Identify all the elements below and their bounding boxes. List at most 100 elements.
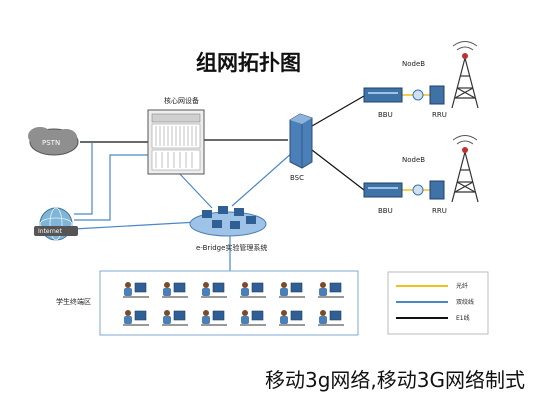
bbu1-unit xyxy=(363,87,403,103)
person-body xyxy=(241,288,249,296)
bbu2-slot xyxy=(368,187,398,189)
student-workstation xyxy=(240,282,266,298)
desk xyxy=(123,296,149,298)
person-body xyxy=(124,316,132,324)
internet-ebridge-link xyxy=(73,221,199,230)
cabinet-cards xyxy=(155,152,193,168)
person-body xyxy=(241,316,249,324)
person-body xyxy=(202,316,210,324)
desk xyxy=(162,296,188,298)
tower2-signal-icon xyxy=(452,135,478,145)
internet-label-box xyxy=(34,226,78,236)
desk xyxy=(201,296,227,298)
student-workstation xyxy=(123,282,149,298)
desk xyxy=(318,324,344,326)
rru2-label: RRU xyxy=(432,207,447,215)
bsc-bbu1-link xyxy=(311,95,365,127)
monitor-icon xyxy=(329,310,342,321)
person-icon xyxy=(320,282,326,288)
legend: 光纤 双绞线 E1线 xyxy=(387,271,489,335)
monitor-icon xyxy=(290,282,303,293)
tower2-beacon xyxy=(462,147,468,153)
student-workstation xyxy=(279,282,305,298)
cabinet-slot xyxy=(151,113,201,123)
student-workstation xyxy=(201,310,227,326)
person-icon xyxy=(320,310,326,316)
student-workstations xyxy=(123,282,344,326)
legend-label-e1: E1线 xyxy=(456,314,470,322)
bsc-bbu2-link xyxy=(311,149,365,191)
nodeb-site-1: NodeB BBU RRU xyxy=(363,41,479,119)
core-network-equipment: 核心网设备 xyxy=(147,96,205,175)
desk xyxy=(123,324,149,326)
person-icon xyxy=(203,310,209,316)
caption: 移动3g网络,移动3G网络制式 xyxy=(265,368,525,392)
student-workstation xyxy=(318,310,344,326)
nodeb2-label: NodeB xyxy=(402,156,425,164)
core-ebridge-link xyxy=(177,171,213,209)
tower1-icon xyxy=(451,57,479,109)
student-workstation xyxy=(240,310,266,326)
pstn-cloud-puff xyxy=(28,127,52,145)
person-body xyxy=(163,316,171,324)
pstn-internet-link xyxy=(74,142,93,215)
nodeb1-label: NodeB xyxy=(402,60,425,68)
person-body xyxy=(280,316,288,324)
person-icon xyxy=(164,282,170,288)
person-body xyxy=(202,288,210,296)
cabinet-slot xyxy=(151,149,201,171)
cabinet-cards xyxy=(155,126,197,146)
ebridge-system: e-Bridge实验管理系统 xyxy=(189,206,267,252)
monitor-icon xyxy=(251,310,264,321)
student-workstation xyxy=(162,310,188,326)
pstn-cloud: PSTN xyxy=(28,127,79,156)
person-body xyxy=(319,316,327,324)
person-icon xyxy=(125,282,131,288)
monitor-icon xyxy=(212,282,225,293)
legend-label-twisted-pair: 双绞线 xyxy=(456,298,474,306)
bsc-label: BSC xyxy=(290,174,304,182)
monitor-icon xyxy=(134,282,147,293)
monitor-icon xyxy=(173,310,186,321)
rru1-label: RRU xyxy=(432,111,447,119)
desk xyxy=(201,324,227,326)
desk xyxy=(279,296,305,298)
person-icon xyxy=(125,310,131,316)
bbu1-slot xyxy=(368,92,398,94)
globe-longitude xyxy=(49,207,63,241)
student-workstation xyxy=(162,282,188,298)
pstn-cloud-puff xyxy=(55,129,77,145)
internet-label: Internet xyxy=(38,228,62,235)
tower2-icon xyxy=(451,151,479,203)
person-body xyxy=(319,288,327,296)
person-icon xyxy=(203,282,209,288)
bsc-equipment: BSC xyxy=(289,113,313,182)
desk xyxy=(279,324,305,326)
pstn-label: PSTN xyxy=(42,139,60,147)
bbu1-label: BBU xyxy=(378,111,393,119)
ebridge-label: e-Bridge实验管理系统 xyxy=(196,243,267,252)
person-body xyxy=(124,288,132,296)
monitor-icon xyxy=(173,282,186,293)
person-icon xyxy=(164,310,170,316)
student-workstation xyxy=(318,282,344,298)
monitor-icon xyxy=(251,282,264,293)
person-icon xyxy=(281,282,287,288)
student-workstation xyxy=(201,282,227,298)
fiber-connector-2 xyxy=(412,184,424,196)
desk xyxy=(240,296,266,298)
ebridge-computers xyxy=(202,206,256,229)
student-area-label: 学生终端区 xyxy=(56,297,91,306)
student-workstation xyxy=(279,310,305,326)
monitor-icon xyxy=(134,310,147,321)
bbu2-label: BBU xyxy=(378,207,393,215)
nodeb-site-2: NodeB BBU RRU xyxy=(363,135,479,215)
diagram-title: 组网拓扑图 xyxy=(196,51,301,75)
student-terminal-area: 学生终端区 xyxy=(56,270,359,336)
rru1-unit xyxy=(429,85,445,105)
internet-core-link xyxy=(74,154,148,221)
desk xyxy=(318,296,344,298)
person-icon xyxy=(281,310,287,316)
legend-label-fiber: 光纤 xyxy=(456,282,468,290)
